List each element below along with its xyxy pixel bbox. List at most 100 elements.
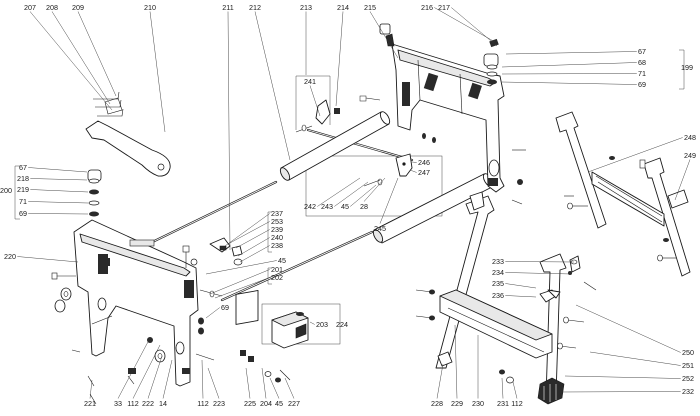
callout-label-69: 69 bbox=[221, 303, 229, 312]
washers-left bbox=[54, 258, 204, 374]
leader-line-251 bbox=[589, 351, 681, 366]
callout-label-228: 228 bbox=[431, 399, 443, 408]
stand-right-upper bbox=[555, 111, 691, 277]
callout-label-234: 234 bbox=[492, 268, 504, 277]
leader-line-203 bbox=[309, 321, 315, 325]
callout-label-240: 240 bbox=[271, 233, 283, 242]
leader-line-253 bbox=[227, 221, 270, 245]
callout-label-219: 219 bbox=[17, 185, 29, 194]
leader-line-228 bbox=[436, 363, 444, 399]
end-frame-left bbox=[73, 219, 199, 387]
callout-label-246: 246 bbox=[418, 158, 430, 167]
leader-line-218 bbox=[30, 178, 88, 181]
callout-label-238: 238 bbox=[271, 241, 283, 250]
callout-label-68: 68 bbox=[638, 58, 646, 67]
leader-line-69 bbox=[205, 307, 220, 319]
callout-label-250: 250 bbox=[682, 348, 694, 357]
leader-line-240 bbox=[237, 237, 270, 257]
leader-line-69 bbox=[501, 81, 637, 85]
small-screws-center bbox=[295, 95, 526, 205]
callout-label-71: 71 bbox=[638, 69, 646, 78]
callout-label-251: 251 bbox=[682, 361, 694, 370]
bracket-group-224 bbox=[261, 303, 341, 345]
leader-line-235 bbox=[505, 283, 537, 289]
leader-line-250 bbox=[575, 304, 681, 353]
leader-line-28 bbox=[363, 177, 386, 202]
leader-line-45 bbox=[269, 377, 280, 399]
callout-label-245: 245 bbox=[374, 224, 386, 233]
callout-label-222: 222 bbox=[142, 399, 154, 408]
callout-label-231: 231 bbox=[497, 399, 509, 408]
leader-line-71 bbox=[501, 73, 637, 75]
leader-line-246 bbox=[411, 161, 417, 163]
callout-label-235: 235 bbox=[492, 279, 504, 288]
foot-cap-232 bbox=[537, 377, 565, 405]
leader-line-208 bbox=[51, 11, 111, 105]
callout-label-223: 223 bbox=[213, 399, 225, 408]
callout-label-200: 200 bbox=[0, 186, 12, 195]
leader-line-234 bbox=[505, 272, 573, 275]
callout-label-213: 213 bbox=[300, 3, 312, 12]
callout-label-112: 112 bbox=[127, 399, 138, 408]
callout-label-45: 45 bbox=[341, 202, 349, 211]
leader-line-247 bbox=[409, 169, 417, 173]
callout-label-28: 28 bbox=[360, 202, 368, 211]
leader-line-227 bbox=[284, 377, 295, 399]
bracket-group-200 bbox=[14, 165, 20, 220]
callout-label-248: 248 bbox=[684, 133, 696, 142]
callout-label-67: 67 bbox=[638, 47, 646, 56]
callout-label-236: 236 bbox=[492, 291, 504, 300]
leader-line-211 bbox=[227, 11, 231, 251]
leader-line-69 bbox=[28, 213, 89, 215]
leader-line-14 bbox=[162, 359, 173, 399]
battery-block bbox=[271, 311, 309, 349]
callout-label-112: 112 bbox=[511, 399, 522, 408]
leader-line-112 bbox=[201, 359, 204, 399]
leader-line-243 bbox=[334, 181, 369, 207]
callout-label-247: 247 bbox=[418, 168, 430, 177]
leader-line-67 bbox=[505, 51, 637, 55]
leader-line-212 bbox=[254, 11, 291, 161]
leader-line-33 bbox=[117, 337, 151, 399]
tie-rod-lower bbox=[220, 230, 374, 302]
stand-right-lower-small-parts bbox=[415, 259, 597, 384]
leader-line-201 bbox=[209, 269, 270, 295]
callout-label-33: 33 bbox=[114, 399, 122, 408]
leader-line-207 bbox=[29, 11, 113, 111]
callout-label-252: 252 bbox=[682, 374, 694, 383]
bracket-241 bbox=[315, 99, 331, 125]
callout-label-45: 45 bbox=[278, 256, 286, 265]
callout-label-241: 241 bbox=[304, 77, 316, 86]
bracket-group-237-240 bbox=[267, 211, 272, 253]
callout-label-67: 67 bbox=[19, 163, 27, 172]
leader-line-202 bbox=[214, 277, 270, 299]
leader-line-214 bbox=[335, 11, 344, 107]
leader-line-112 bbox=[132, 344, 161, 399]
leader-line-236 bbox=[505, 295, 537, 298]
callout-label-229: 229 bbox=[451, 399, 463, 408]
leader-line-220 bbox=[17, 256, 79, 263]
leader-line-219 bbox=[30, 189, 89, 193]
tube-upper bbox=[279, 111, 391, 181]
leader-line-68 bbox=[501, 62, 637, 68]
leader-line-222 bbox=[147, 355, 163, 399]
callout-label-69: 69 bbox=[638, 80, 646, 89]
leader-line-216 bbox=[434, 7, 496, 43]
callout-label-218: 218 bbox=[17, 174, 29, 183]
leader-line-231 bbox=[501, 377, 504, 399]
leader-line-45 bbox=[205, 260, 277, 275]
callout-label-71: 71 bbox=[19, 197, 27, 206]
leader-line-238 bbox=[239, 245, 270, 263]
callout-label-207: 207 bbox=[24, 3, 36, 12]
callout-label-214: 214 bbox=[337, 3, 349, 12]
stand-right-lower bbox=[435, 191, 581, 399]
callout-label-224: 224 bbox=[336, 320, 348, 329]
callout-label-199: 199 bbox=[681, 63, 693, 72]
leader-line-237 bbox=[224, 213, 270, 247]
callout-label-237: 237 bbox=[271, 209, 283, 218]
cross-rod bbox=[306, 128, 414, 162]
callout-label-202: 202 bbox=[271, 273, 283, 282]
switch-box bbox=[235, 290, 259, 362]
callout-label-233: 233 bbox=[492, 257, 504, 266]
